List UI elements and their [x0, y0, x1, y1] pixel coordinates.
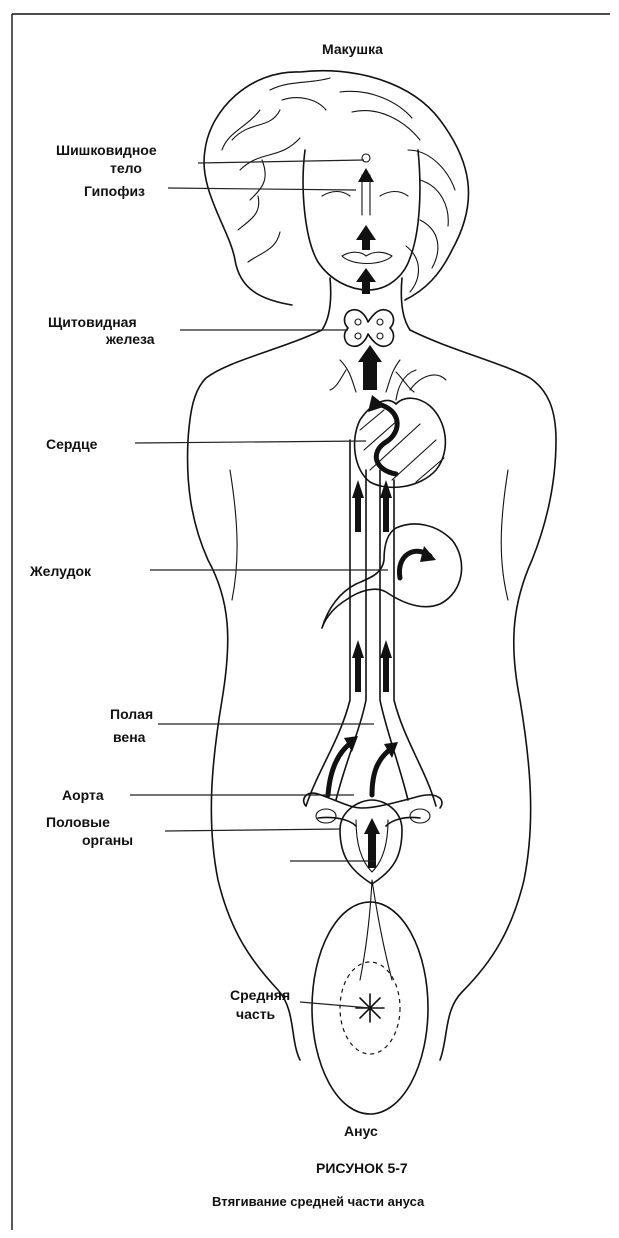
- stomach: [322, 524, 462, 628]
- figure-number: РИСУНОК 5-7: [316, 1160, 408, 1176]
- label-vena-line2: вена: [113, 729, 146, 745]
- label-genitals-line2: органы: [82, 832, 133, 848]
- thyroid-gland: [345, 310, 394, 347]
- label-genitals-line1: Половые: [46, 814, 110, 830]
- label-aorta: Аорта: [62, 787, 104, 803]
- great-vessels: [306, 440, 436, 806]
- body-outline: [188, 330, 556, 1060]
- pituitary-arrow: [356, 168, 376, 294]
- thyroid-arrow: [330, 345, 414, 392]
- label-pituitary: Гипофиз: [84, 183, 145, 199]
- pineal-dot: [362, 154, 370, 162]
- face: [303, 150, 420, 290]
- label-crown: Макушка: [322, 41, 383, 57]
- label-middle-line1: Средняя: [230, 987, 290, 1003]
- label-middle-line2: часть: [236, 1006, 276, 1022]
- anus-inset: [300, 902, 428, 1114]
- label-vena-line1: Полая: [110, 706, 153, 722]
- label-thyroid-line1: Щитовидная: [48, 314, 137, 330]
- label-anus: Анус: [344, 1123, 378, 1139]
- label-heart: Сердце: [46, 436, 98, 452]
- label-pineal-line1: Шишковидное: [56, 142, 157, 158]
- figure-title: Втягивание средней части ануса: [212, 1194, 425, 1209]
- label-thyroid-line2: железа: [105, 331, 155, 347]
- label-stomach: Желудок: [29, 563, 92, 579]
- label-pineal-line2: тело: [110, 160, 142, 176]
- hair: [204, 71, 469, 305]
- pelvic-organs: [304, 793, 442, 884]
